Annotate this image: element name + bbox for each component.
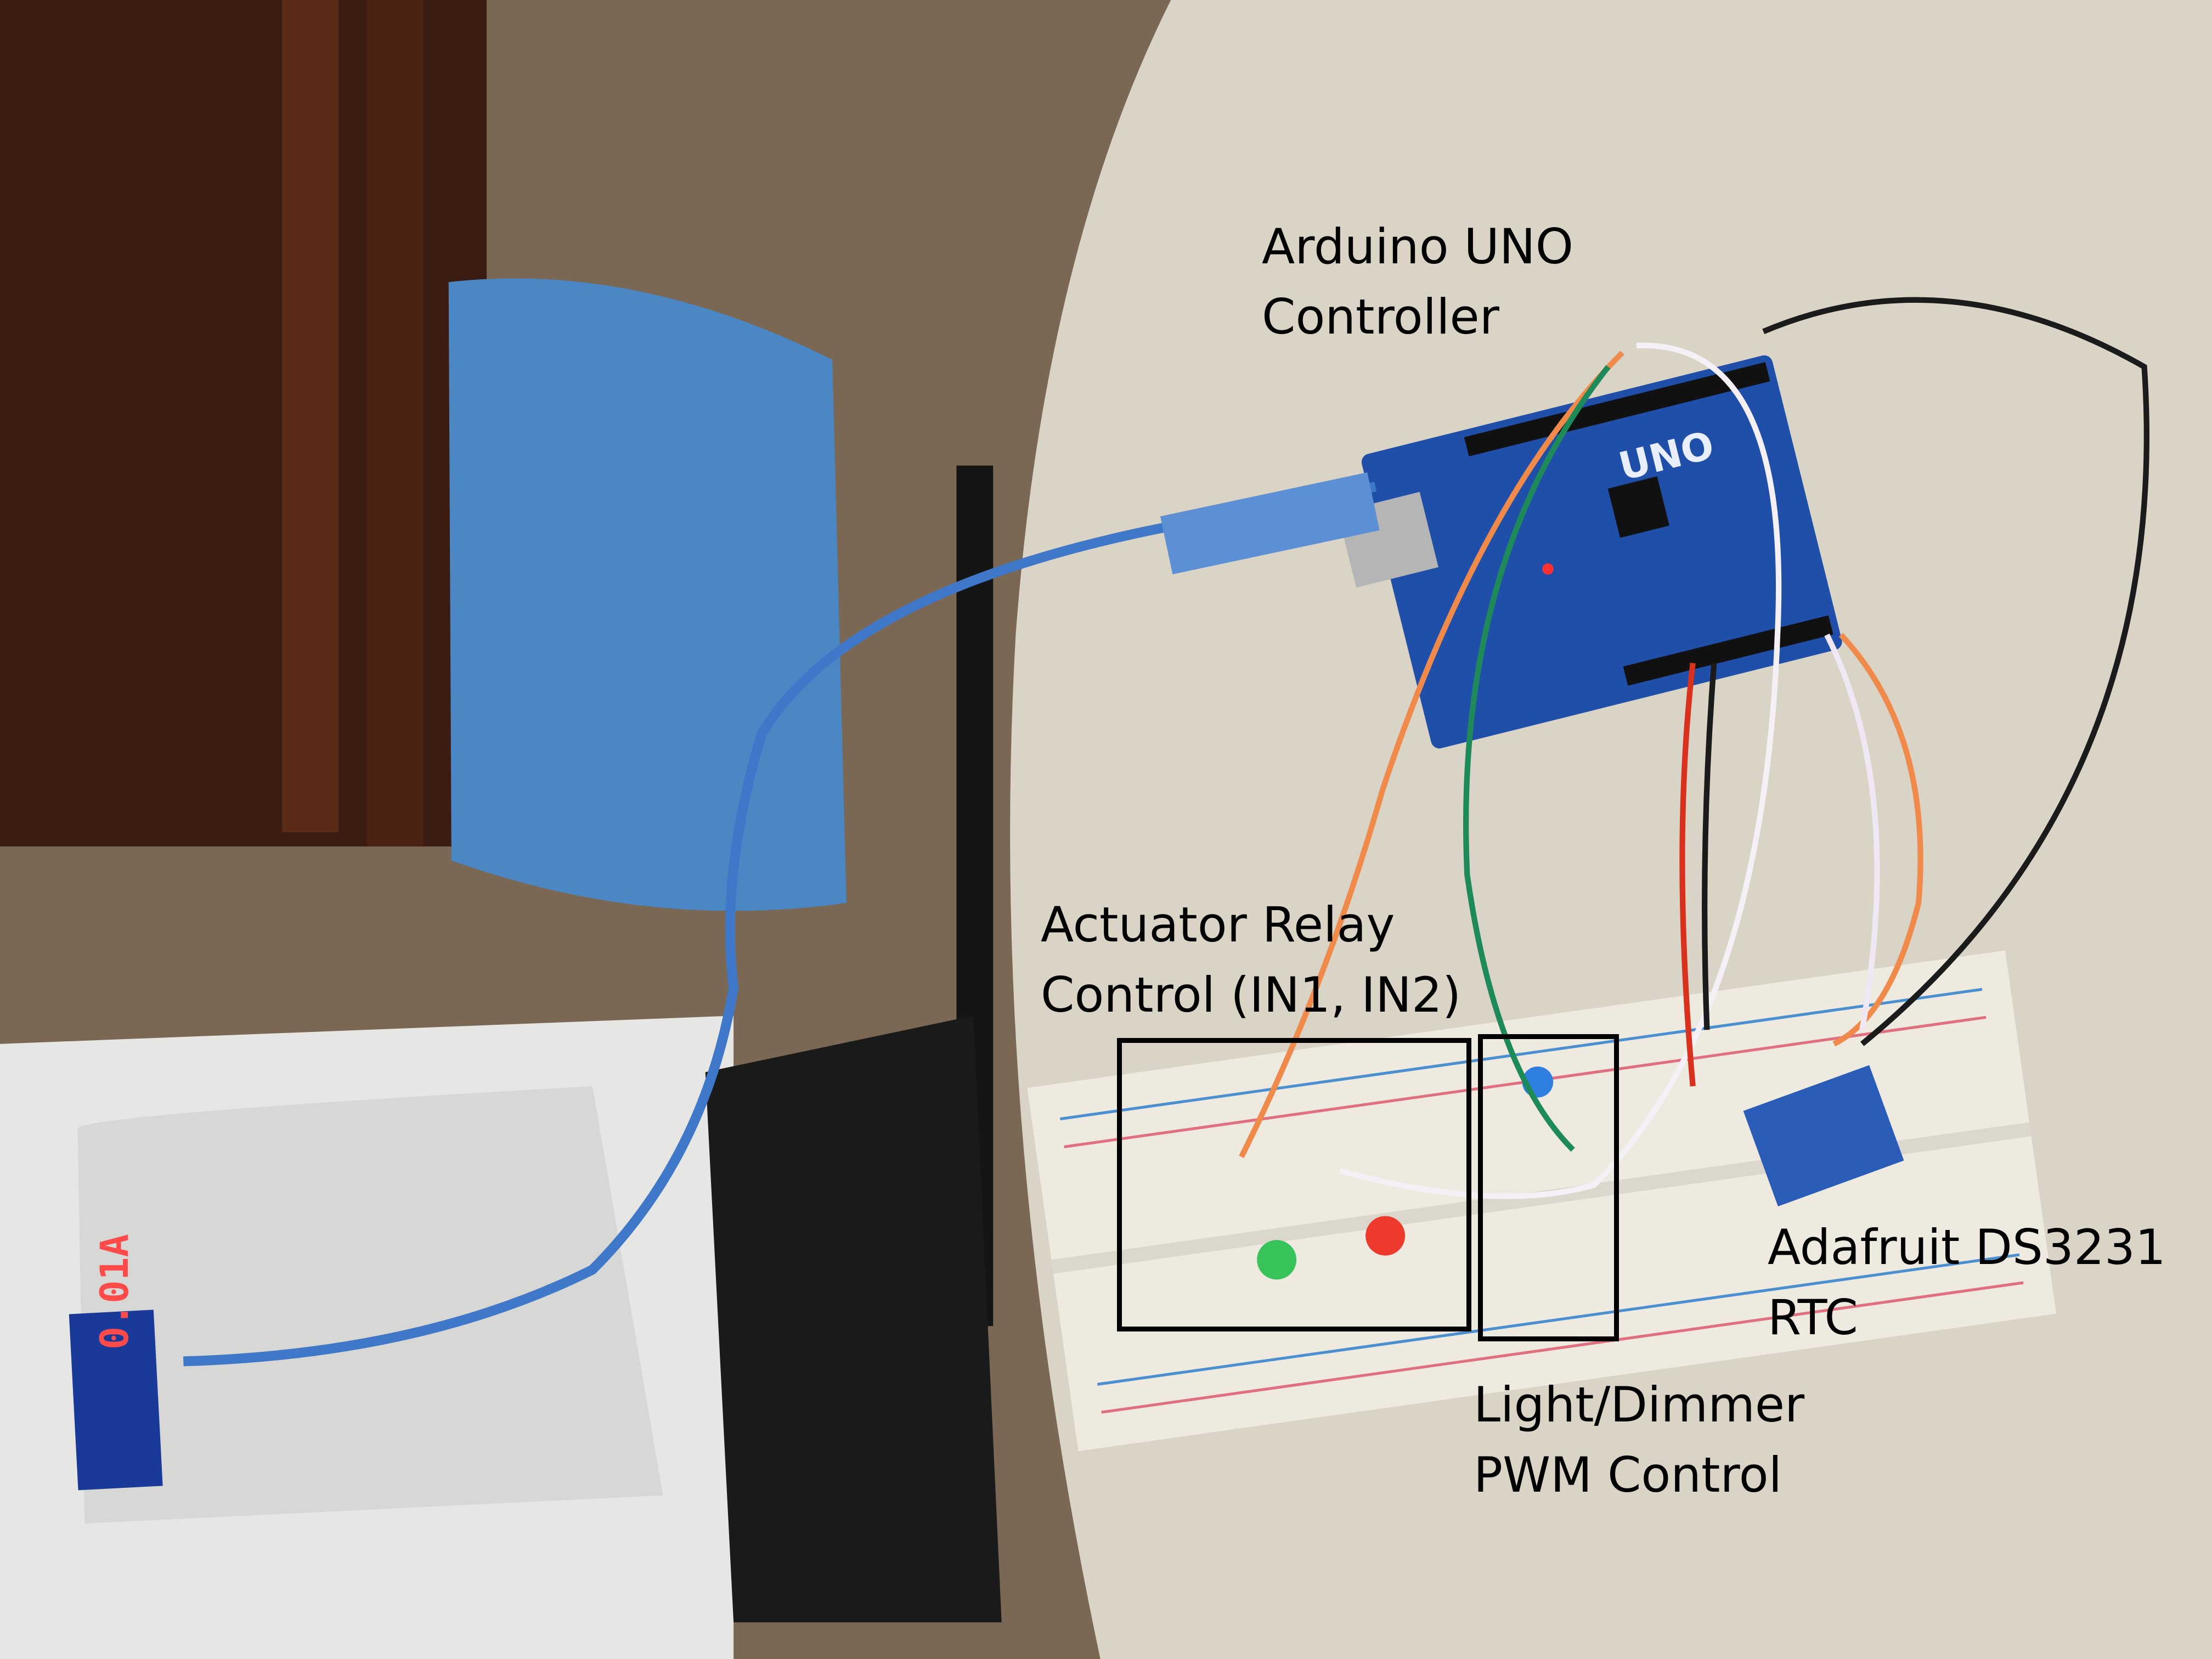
red-led: [1365, 1216, 1406, 1256]
pwm-annotation: Light/Dimmer PWM Control: [1474, 1370, 1804, 1510]
relay-label-line1: Actuator Relay: [1041, 896, 1395, 953]
cabinet-edge-2: [366, 0, 424, 847]
relay-label-line2: Control (IN1, IN2): [1041, 967, 1462, 1023]
black-device: [705, 1015, 1002, 1623]
pwm-highlight-box: [1478, 1034, 1619, 1341]
relay-annotation: Actuator Relay Control (IN1, IN2): [1041, 890, 1461, 1030]
blue-cushion: [448, 278, 847, 911]
usb-cable: [183, 482, 1376, 1367]
white-wire-2: [1824, 633, 1880, 1031]
pwm-label-line1: Light/Dimmer: [1474, 1376, 1805, 1433]
rtc-module: [1743, 1065, 1904, 1206]
white-box-panel: [77, 1086, 663, 1524]
usb-plug: [1160, 472, 1380, 574]
rtc-label-line1: Adafruit DS3231: [1768, 1219, 2166, 1276]
black-wire: [1762, 297, 2149, 1046]
arduino-annotation: Arduino UNO Controller: [1262, 212, 1573, 352]
cabinet-edge: [282, 0, 339, 833]
pwm-label-line2: PWM Control: [1474, 1447, 1782, 1503]
usb-meter-display: 0.01A: [92, 1234, 137, 1350]
white-wire: [1339, 342, 1782, 1199]
orange-wire: [1239, 351, 1624, 1158]
usb-meter: [69, 1310, 163, 1491]
green-led: [1257, 1240, 1297, 1280]
green-wire: [1463, 365, 1611, 1152]
arduino-label-line1: Arduino UNO: [1262, 218, 1574, 275]
rtc-label-line2: RTC: [1768, 1289, 1858, 1346]
rtc-annotation: Adafruit DS3231 RTC: [1768, 1212, 2166, 1353]
arduino-label-line2: Controller: [1262, 289, 1499, 345]
orange-wire-2: [1832, 633, 1923, 1047]
relay-highlight-box: [1117, 1038, 1471, 1331]
red-wire: [1679, 662, 1696, 1087]
black-wire-2: [1702, 663, 1717, 1030]
